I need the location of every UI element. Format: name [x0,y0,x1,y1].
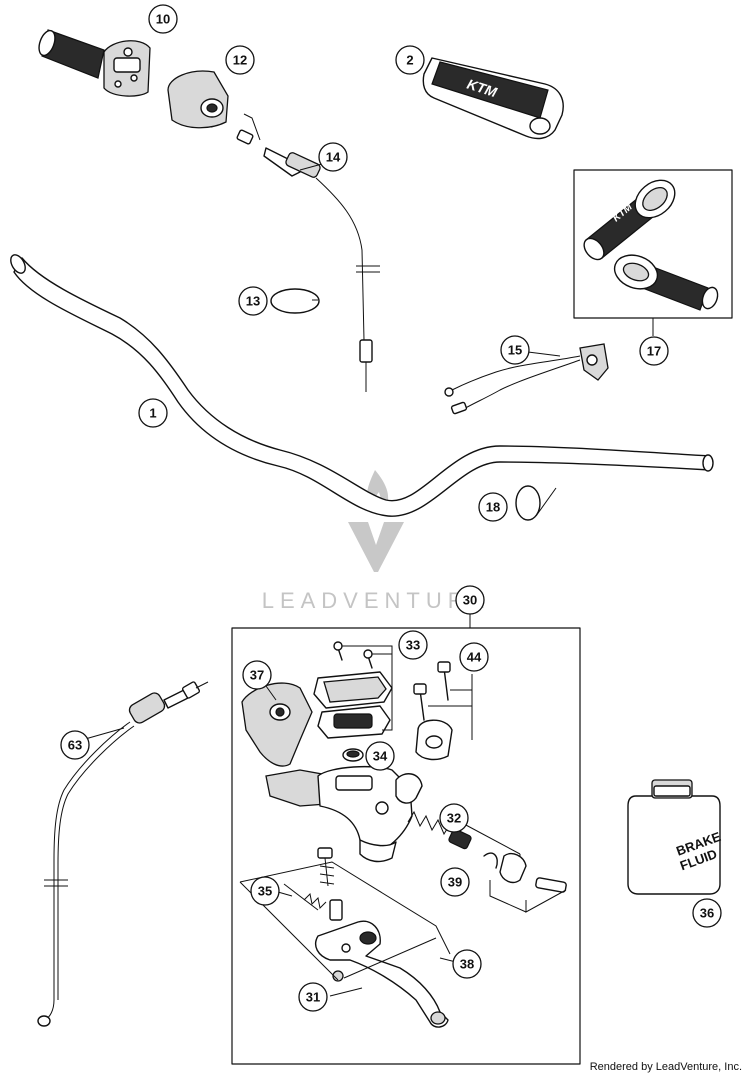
svg-text:10: 10 [156,12,170,27]
svg-text:39: 39 [448,875,462,890]
part-39-piston-kit [483,852,567,913]
part-2-handlebar-pad: KTM [422,57,564,140]
callouts: 1 2 10 12 13 14 15 17 18 30 31 32 33 34 … [60,4,722,1012]
footer-credit: Rendered by LeadVenture, Inc. [590,1061,742,1073]
part-33-reservoir-cover [313,641,393,739]
watermark-text: LEADVENTURE [262,588,491,613]
callout-2: 2 [395,45,425,75]
part-17-grips: KTM [573,169,733,336]
callout-44: 44 [459,642,489,672]
callout-12: 12 [225,45,255,75]
callout-38: 38 [452,949,482,979]
svg-text:44: 44 [467,650,482,665]
part-18-cable-tie [515,485,557,521]
callout-35: 35 [250,876,280,906]
part-35-adjuster [283,883,327,911]
svg-text:1: 1 [149,406,156,421]
callout-37: 37 [242,660,272,690]
part-63-cable [37,681,209,1027]
part-1-handlebar [10,254,714,517]
svg-text:31: 31 [306,990,320,1005]
svg-text:15: 15 [508,343,522,358]
svg-text:2: 2 [406,53,413,68]
svg-text:30: 30 [463,593,477,608]
svg-text:32: 32 [447,811,461,826]
callout-14: 14 [318,142,348,172]
master-cylinder-body [265,765,423,863]
part-44-clamp [413,661,473,761]
svg-text:38: 38 [460,957,474,972]
callout-63: 63 [60,730,90,760]
callout-1: 1 [138,398,168,428]
callout-39: 39 [440,867,470,897]
callout-30: 30 [455,585,485,615]
svg-text:34: 34 [373,749,388,764]
callout-33: 33 [398,630,428,660]
part-37-lever-guard [241,682,313,767]
part-10-throttle-housing [38,29,151,97]
svg-text:35: 35 [258,884,272,899]
callout-13: 13 [238,286,268,316]
svg-text:14: 14 [326,150,341,165]
grip-right [613,254,719,311]
callout-10: 10 [148,4,178,34]
svg-text:33: 33 [406,638,420,653]
watermark: LEADVENTURE [262,470,491,613]
svg-text:36: 36 [700,906,714,921]
svg-text:18: 18 [486,500,500,515]
svg-text:17: 17 [647,344,661,359]
callout-18: 18 [478,492,508,522]
part-38-pivot-bolt [317,847,343,921]
part-36-brake-fluid: BRAKE FLUID [627,779,723,895]
callout-31: 31 [298,982,328,1012]
svg-text:37: 37 [250,668,264,683]
part-14-throttle-cable [236,113,380,392]
part-12-throttle-cover [167,70,229,129]
part-34-seal-ring [342,748,364,762]
part-13-washer [270,288,320,314]
callout-36: 36 [692,898,722,928]
callout-15: 15 [500,335,530,365]
callout-17: 17 [639,336,669,366]
callout-32: 32 [439,803,469,833]
part-15-kill-switch [444,343,609,415]
svg-text:13: 13 [246,294,260,309]
part-31-brake-lever [314,920,449,1028]
svg-text:12: 12 [233,53,247,68]
callout-34: 34 [365,741,395,771]
svg-text:63: 63 [68,738,82,753]
watermark-v-icon [348,522,404,572]
